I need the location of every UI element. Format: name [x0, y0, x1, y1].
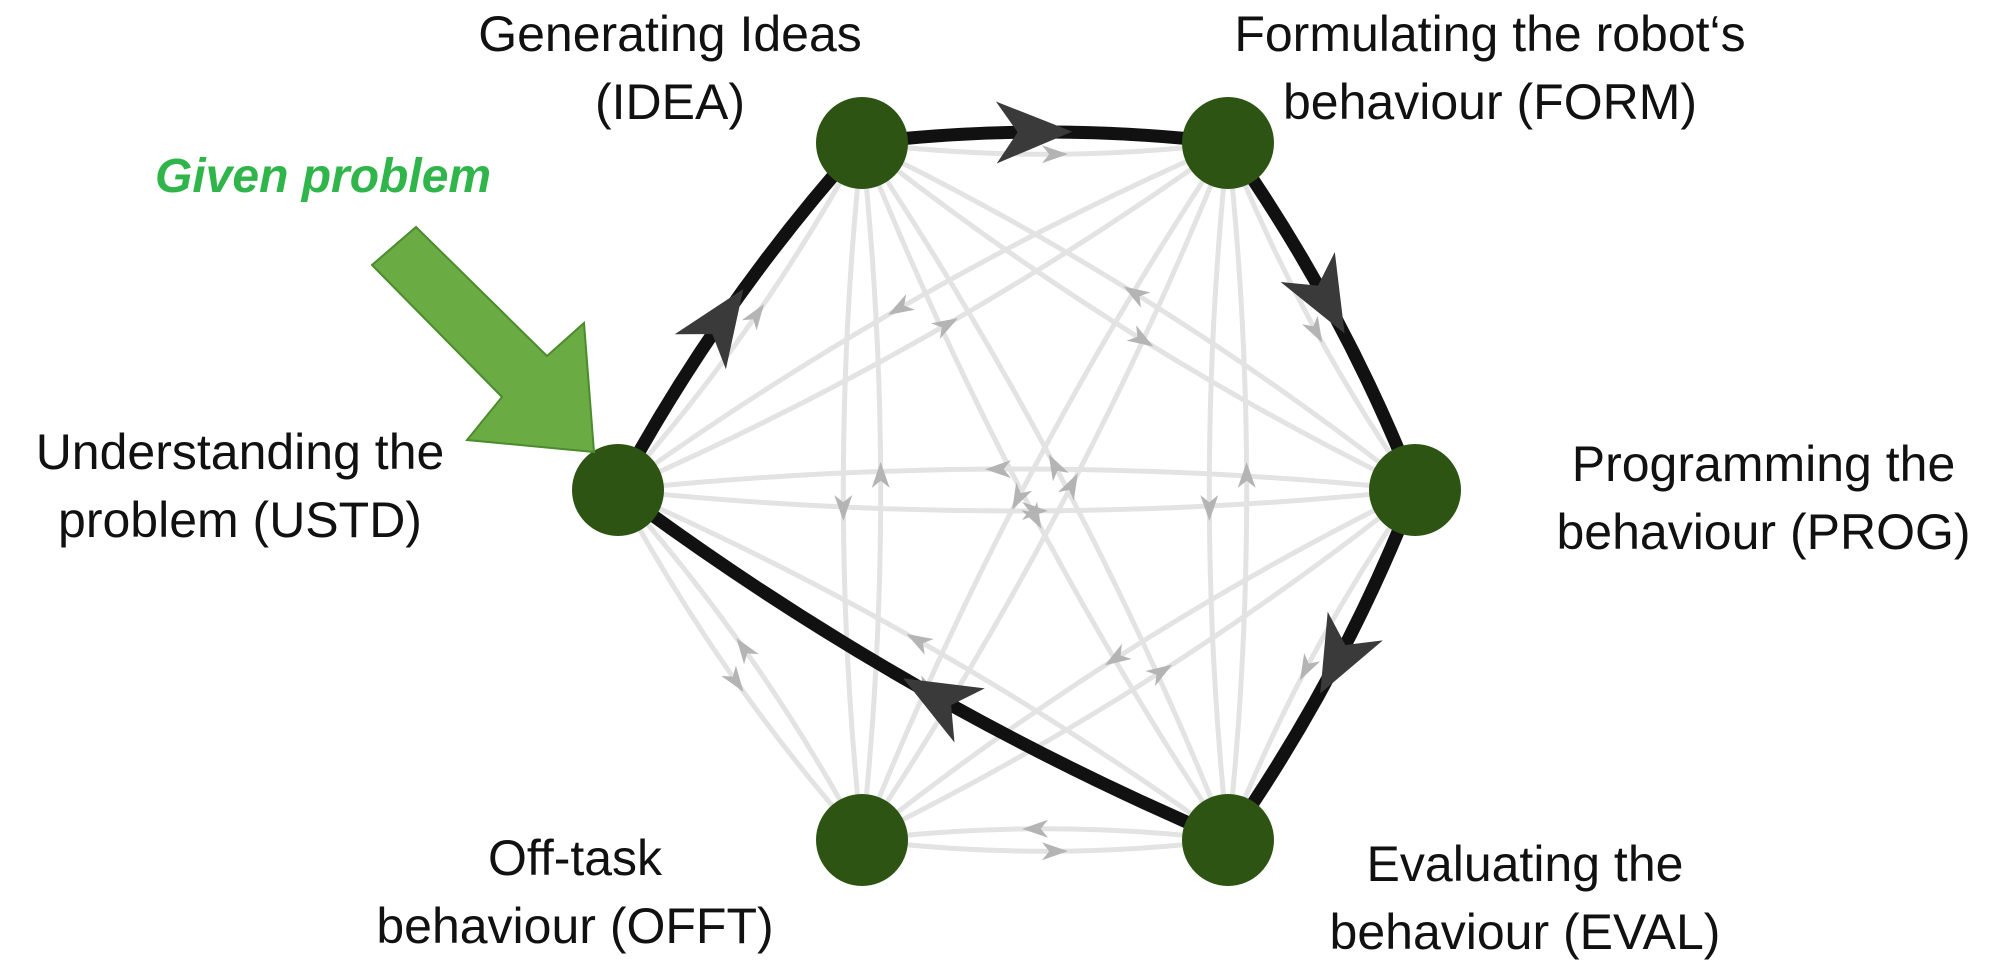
arrowhead-offt-to-eval	[1041, 842, 1068, 861]
arrowhead-offt-to-form	[1057, 473, 1078, 501]
arrowhead-ustd-to-prog	[1022, 501, 1048, 520]
edge-idea-to-prog	[860, 141, 1417, 493]
main-process-arrowheads	[674, 101, 1383, 743]
node-label-form-line-1: Formulating the robot‘s	[1234, 6, 1746, 62]
edge-form-to-ustd	[616, 140, 1229, 493]
arrowhead-prog-to-ustd	[985, 460, 1011, 479]
edge-prog-to-eval	[1225, 488, 1418, 841]
edge-eval-to-ustd	[616, 487, 1230, 843]
node-label-idea: Generating Ideas (IDEA)	[450, 0, 890, 136]
edge-idea-to-eval	[859, 142, 1231, 842]
arrowhead-eval-to-ustd	[906, 634, 934, 655]
given-problem-arrow	[370, 225, 596, 454]
arrowhead-idea-to-prog	[1126, 325, 1154, 347]
arrowhead-form-to-ustd	[888, 294, 915, 315]
edge-prog-to-ustd	[617, 466, 1416, 493]
node-label-idea-line-2: (IDEA)	[595, 74, 745, 130]
process-nodes	[572, 97, 1461, 886]
node-eval	[1182, 794, 1274, 886]
node-offt	[816, 794, 908, 886]
node-idea	[816, 97, 908, 189]
node-label-ustd: Understanding the problem (USTD)	[0, 418, 480, 554]
main-edge-eval-to-ustd	[611, 483, 1235, 847]
node-label-prog-line-2: behaviour (PROG)	[1556, 504, 1971, 560]
edge-offt-to-form	[859, 142, 1231, 842]
node-label-offt-line-2: behaviour (OFFT)	[376, 898, 774, 954]
arrowhead-offt-to-idea	[871, 462, 890, 488]
edge-eval-to-form	[1225, 142, 1250, 841]
main-arrowhead-prog-to-eval	[1320, 611, 1383, 694]
node-prog	[1369, 444, 1461, 536]
node-label-offt: Off-task behaviour (OFFT)	[340, 824, 810, 960]
arrowhead-ustd-to-offt	[721, 665, 744, 692]
main-arrowhead-idea-to-form	[995, 101, 1073, 164]
node-label-eval-line-1: Evaluating the	[1366, 836, 1684, 892]
node-label-eval-line-2: behaviour (EVAL)	[1329, 904, 1721, 960]
main-arrowhead-form-to-prog	[1280, 252, 1345, 334]
arrowhead-idea-to-form	[1041, 145, 1068, 164]
arrowhead-eval-to-form	[1237, 462, 1256, 488]
edge-prog-to-offt	[860, 487, 1417, 842]
main-arrowhead-ustd-to-idea	[674, 289, 744, 370]
arrowhead-ustd-to-form	[931, 318, 958, 339]
main-arrowhead-eval-to-ustd	[903, 678, 985, 743]
edge-form-to-prog	[1225, 142, 1418, 492]
node-form	[1182, 97, 1274, 189]
edge-eval-to-offt	[861, 826, 1229, 843]
arrowhead-eval-to-idea	[1048, 454, 1069, 482]
arrowhead-prog-to-idea	[1123, 286, 1151, 308]
given-problem-label: Given problem	[155, 150, 492, 203]
arrowhead-ustd-to-idea	[741, 304, 764, 331]
edge-eval-to-idea	[859, 141, 1231, 841]
edge-idea-to-offt	[840, 142, 865, 841]
node-ustd	[572, 444, 664, 536]
edge-ustd-to-idea	[616, 141, 865, 492]
arrowhead-form-to-prog	[1301, 315, 1323, 343]
edge-offt-to-ustd	[616, 488, 865, 842]
edge-offt-to-idea	[859, 142, 884, 841]
node-label-prog: Programming the behaviour (PROG)	[1525, 430, 2002, 566]
arrowhead-eval-to-offt	[1022, 819, 1049, 838]
arrowhead-offt-to-ustd	[736, 638, 759, 665]
arrowhead-form-to-eval	[1200, 495, 1219, 521]
node-label-ustd-line-1: Understanding the	[35, 424, 445, 480]
arrowhead-prog-to-offt	[1104, 643, 1132, 666]
node-label-ustd-line-2: problem (USTD)	[58, 492, 422, 548]
edge-idea-to-form	[861, 140, 1229, 157]
main-edge-form-to-prog	[1221, 136, 1422, 497]
arrowhead-prog-to-eval	[1300, 653, 1321, 681]
node-label-form: Formulating the robot‘s behaviour (FORM)	[1210, 0, 1770, 136]
edge-offt-to-prog	[860, 488, 1417, 843]
edge-form-to-offt	[859, 141, 1231, 841]
edge-ustd-to-offt	[615, 488, 864, 842]
main-edge-ustd-to-idea	[611, 136, 869, 497]
node-label-offt-line-1: Off-task	[487, 830, 663, 886]
edge-ustd-to-prog	[617, 487, 1416, 514]
edge-offt-to-eval	[861, 837, 1229, 854]
main-edge-prog-to-eval	[1221, 483, 1422, 847]
edge-prog-to-idea	[860, 140, 1417, 492]
node-label-form-line-2: behaviour (FORM)	[1283, 74, 1697, 130]
node-label-idea-line-1: Generating Ideas	[478, 6, 862, 62]
arrowhead-idea-to-offt	[834, 495, 853, 521]
edge-ustd-to-form	[617, 140, 1230, 493]
arrowhead-form-to-offt	[1012, 482, 1033, 510]
edge-form-to-eval	[1206, 142, 1231, 841]
node-label-prog-line-1: Programming the	[1571, 436, 1956, 492]
node-label-eval: Evaluating the behaviour (EVAL)	[1290, 830, 1760, 962]
arrowhead-offt-to-prog	[1145, 664, 1173, 687]
edge-ustd-to-eval	[616, 487, 1230, 843]
